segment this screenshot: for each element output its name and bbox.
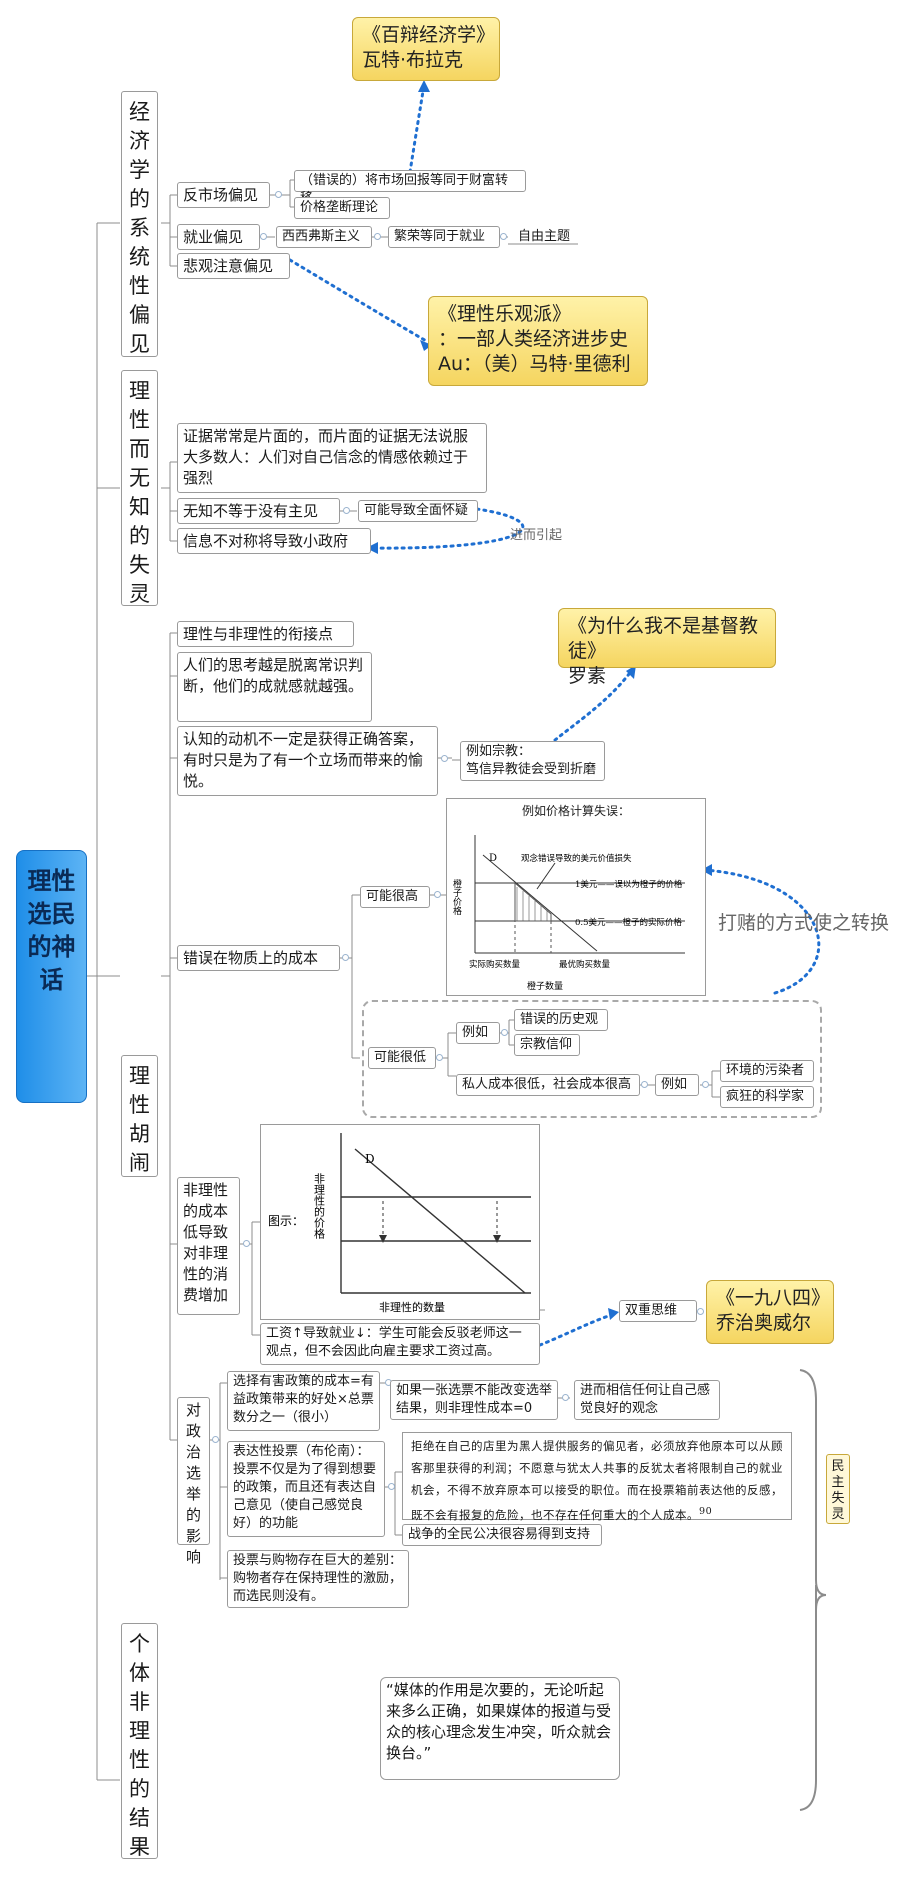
node-believe-good-ideas[interactable]: 进而相信任何让自己感觉良好的观念 [574,1380,720,1420]
node-example-1[interactable]: 例如 [456,1022,500,1044]
node-may-be-low[interactable]: 可能很低 [368,1047,436,1069]
node-private-social-cost[interactable]: 私人成本很低，社会成本很高 [456,1074,640,1096]
node-thinking-achievement[interactable]: 人们的思考越是脱离常识判断，他们的成就感就越强。 [177,652,372,722]
node-toggle[interactable] [562,1394,569,1401]
quote-excerpt: 拒绝在自己的店里为黑人提供服务的偏见者，必须放弃他原本可以从顾客那里获得的利润；… [402,1432,792,1522]
node-wage-employment[interactable]: 工资↑导致就业↓：学生可能会反驳老师这一观点，但不会因此向雇主要求工资过高。 [260,1323,540,1365]
node-media-quote[interactable]: “媒体的作用是次要的，无论听起来多么正确，如果媒体的报道与受众的核心理念发生冲突… [380,1677,620,1780]
node-link-point[interactable]: 理性与非理性的衔接点 [177,621,354,647]
node-toggle[interactable] [697,1308,704,1315]
node-info-asymmetry[interactable]: 信息不对称将导致小政府 [177,528,371,554]
chart-y-label: 非理性的价格 [313,1173,326,1240]
node-toggle[interactable] [500,233,507,240]
book-note-baibian[interactable]: 《百辩经济学》 瓦特·布拉克 [352,17,500,81]
node-ignorance-opinion[interactable]: 无知不等于没有主见 [177,498,340,524]
branch-rational-ignorance[interactable]: 理性而无知的失灵 [121,370,158,606]
branch-rational-irrationality[interactable]: 理性胡闹 [121,1055,158,1177]
chart-d-label: D [365,1152,375,1166]
book-author: 瓦特·布拉克 [362,49,464,71]
node-anti-market-bias[interactable]: 反市场偏见 [177,182,270,208]
node-toggle[interactable] [501,1029,508,1036]
branch-economic-bias[interactable]: 经济学的系统性偏见 [121,91,158,357]
node-toggle[interactable] [342,954,349,961]
book-author: Au：（美）马特·里德利 [438,353,631,375]
book-title: 《理性乐观派》 [438,303,572,325]
quote-footnote: 90 [699,1506,713,1517]
node-toggle[interactable] [641,1081,648,1088]
node-politics-impact[interactable]: 对政治选举的影响 [177,1397,210,1566]
relation-label-leads-to: 进而引起 [510,528,563,543]
node-toggle[interactable] [388,1483,395,1490]
diagram-label: 图示： [268,1214,304,1228]
node-expressive-voting[interactable]: 表达性投票（布伦南）：投票不仅是为了得到想要的政策，而且还有表达自己意见（使自己… [227,1441,385,1537]
chart-x-label: 橙子数量 [527,980,563,992]
label-democracy-failure[interactable]: 民主失灵 [826,1454,850,1524]
book-note-rational-optimist[interactable]: 《理性乐观派》 ：一部人类经济进步史 Au：（美）马特·里德利 [428,296,648,386]
node-vote-vs-shopping[interactable]: 投票与购物存在巨大的差别：购物者存在保持理性的激励，而选民则没有。 [227,1550,409,1608]
node-toggle[interactable] [243,1240,250,1247]
node-sisyphus[interactable]: 西西弗斯主义 [276,226,372,248]
node-wrong-history[interactable]: 错误的历史观 [514,1009,608,1031]
chart-d-label: D [489,853,497,864]
chart-p1-label: 1美元——误以为橙子的价格 [575,879,683,890]
book-title: 《百辩经济学》 [362,24,496,46]
node-pessimism-bias[interactable]: 悲观注意偏见 [177,253,290,279]
node-doublethink[interactable]: 双重思维 [619,1300,697,1322]
chart-x-label: 非理性的数量 [379,1300,445,1314]
node-toggle[interactable] [702,1081,709,1088]
node-material-cost[interactable]: 错误在物质上的成本 [177,945,340,971]
node-war-referendum[interactable]: 战争的全民公决很容易得到支持 [402,1524,602,1546]
node-toggle[interactable] [436,1054,443,1061]
node-harmful-policy[interactable]: 选择有害政策的成本=有益政策带来的好处×总票数分之一（很小） [227,1371,380,1431]
node-free-topic[interactable]: 自由主题 [518,229,571,244]
price-error-chart-svg: 例如价格计算失误： D 观念错误导致的美元价值损失 1美元——误以为橙子的价格 … [451,803,685,992]
node-polluter[interactable]: 环境的污染者 [720,1060,814,1082]
node-example-2[interactable]: 例如 [655,1074,699,1096]
chart-q2-label: 最优购买数量 [559,959,611,970]
node-mad-scientist[interactable]: 疯狂的科学家 [720,1086,814,1108]
book-title: 《一九八四》 [716,1287,831,1309]
book-subtitle: ：一部人类经济进步史 [438,328,629,350]
node-cognitive-motive[interactable]: 认知的动机不一定是获得正确答案，有时只是为了有一个立场而带来的愉悦。 [177,726,438,796]
chart-caption: 例如价格计算失误： [522,803,630,818]
relation-label-gamble: 打赌的方式使之转换 [718,912,890,934]
dashed-group-low-cost [362,1000,822,1118]
book-note-1984[interactable]: 《一九八四》 乔治奥威尔 [706,1280,834,1344]
branch-individual-irrationality[interactable]: 个体非理性的结果 [121,1623,158,1859]
node-toggle[interactable] [275,191,282,198]
node-toggle[interactable] [212,1436,219,1443]
chart-q1-label: 实际购买数量 [469,959,521,970]
irrationality-demand-chart: 图示： D 非理性的价格 非理性的数量 [260,1124,540,1320]
node-may-be-high[interactable]: 可能很高 [360,886,430,908]
chart-p2-label: 0.5美元——橙子的实际价格 [575,917,683,928]
root-topic[interactable]: 理性选民的神话 [16,850,87,1103]
node-vote-unchanged[interactable]: 如果一张选票不能改变选举结果，则非理性成本=0 [390,1380,558,1420]
price-error-chart: 例如价格计算失误： D 观念错误导致的美元价值损失 1美元——误以为橙子的价格 … [446,798,706,996]
chart-y-label: 橙子价格 [451,878,462,916]
node-prosperity-employment[interactable]: 繁荣等同于就业 [388,226,500,248]
node-toggle[interactable] [374,233,381,240]
irrationality-demand-chart-svg: 图示： D 非理性的价格 非理性的数量 [268,1133,531,1314]
node-religious-belief[interactable]: 宗教信仰 [514,1034,580,1056]
quote-text: 拒绝在自己的店里为黑人提供服务的偏见者，必须放弃他原本可以从顾客那里获得的利润；… [411,1439,783,1522]
node-partial-evidence[interactable]: 证据常常是片面的，而片面的证据无法说服大多数人：人们对自己信念的情感依赖过于强烈 [177,423,487,493]
node-toggle[interactable] [260,233,267,240]
node-religion-example[interactable]: 例如宗教： 笃信异教徒会受到折磨 [460,741,605,781]
book-note-russell[interactable]: 《为什么我不是基督教徒》 罗素 [558,608,776,687]
node-employment-bias[interactable]: 就业偏见 [177,224,260,250]
node-toggle[interactable] [441,755,448,762]
node-toggle[interactable] [434,891,441,898]
book-title: 《为什么我不是基督教徒》 [568,615,759,662]
node-market-as-transfer[interactable]: （错误的）将市场回报等同于财富转移 [294,170,526,206]
book-author: 罗素 [568,665,607,687]
book-author: 乔治奥威尔 [716,1312,812,1334]
node-total-doubt[interactable]: 可能导致全面怀疑 [358,500,478,522]
node-toggle[interactable] [343,507,350,514]
node-price-monopoly[interactable]: 价格垄断理论 [294,197,390,219]
node-irrational-cost[interactable]: 非理性的成本低导致对非理性的消费增加 [177,1177,240,1315]
chart-loss-label: 观念错误导致的美元价值损失 [521,853,632,864]
